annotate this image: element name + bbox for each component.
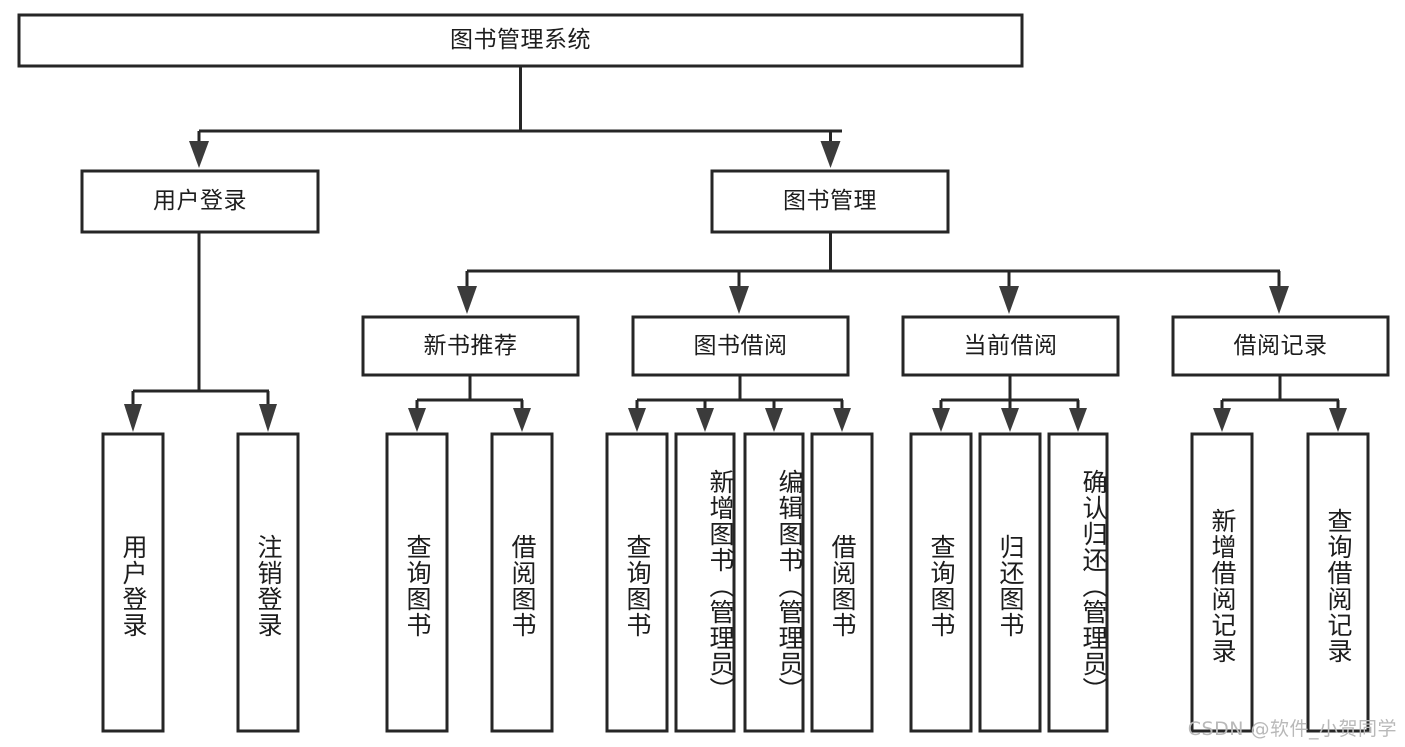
node-box-leaf-edit-book[interactable] [743,432,805,733]
node-box-root[interactable] [17,13,1024,68]
node-box-leaf-return-book[interactable] [978,432,1042,733]
connector-newbook-to-leaves [408,375,531,432]
node-box-user-login[interactable] [80,169,320,234]
connector-bookmanage-to-level3 [457,232,1289,314]
node-box-leaf-add-record[interactable] [1190,432,1254,733]
connector-root-to-level2 [189,66,842,168]
node-box-leaf-query-book-1[interactable] [385,432,449,733]
node-box-leaf-query-book-3[interactable] [909,432,973,733]
connector-userlogin-to-leaves [124,232,277,432]
node-box-leaf-confirm-return[interactable] [1047,432,1109,733]
node-box-leaf-user-login[interactable] [101,432,165,733]
connector-currentborrow-to-leaves [932,375,1087,432]
node-box-current-borrow[interactable] [901,315,1120,377]
connector-bookborrow-to-leaves [628,375,851,432]
watermark-text: CSDN @软件_小贺同学 [1187,718,1397,740]
node-box-leaf-query-book-2[interactable] [605,432,669,733]
node-box-leaf-borrow-book-2[interactable] [810,432,874,733]
connector-borrowrecord-to-leaves [1213,375,1347,432]
node-box-leaf-add-book[interactable] [674,432,736,733]
node-box-borrow-record[interactable] [1171,315,1390,377]
node-box-book-borrow[interactable] [631,315,850,377]
node-box-book-manage[interactable] [710,169,950,234]
node-box-leaf-borrow-book-1[interactable] [490,432,554,733]
node-box-leaf-query-record[interactable] [1306,432,1370,733]
node-box-leaf-user-logout[interactable] [236,432,300,733]
node-box-new-book-recommend[interactable] [361,315,580,377]
